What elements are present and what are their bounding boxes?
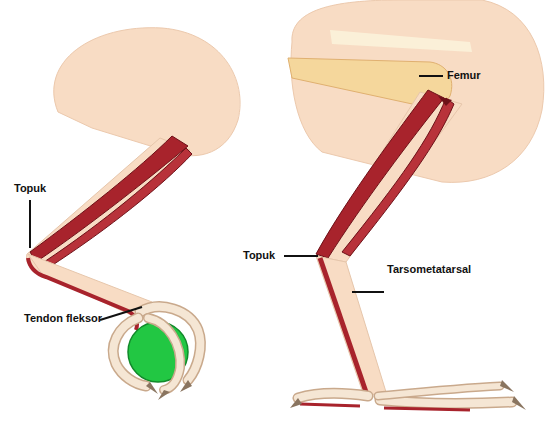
anatomy-label: Femur xyxy=(447,69,481,82)
anatomy-label: Tarsometatarsal xyxy=(387,263,471,276)
anatomy-label: Topuk xyxy=(243,249,275,262)
anatomy-label: Topuk xyxy=(14,182,46,195)
anatomy-label: Tendon fleksor xyxy=(24,312,102,325)
